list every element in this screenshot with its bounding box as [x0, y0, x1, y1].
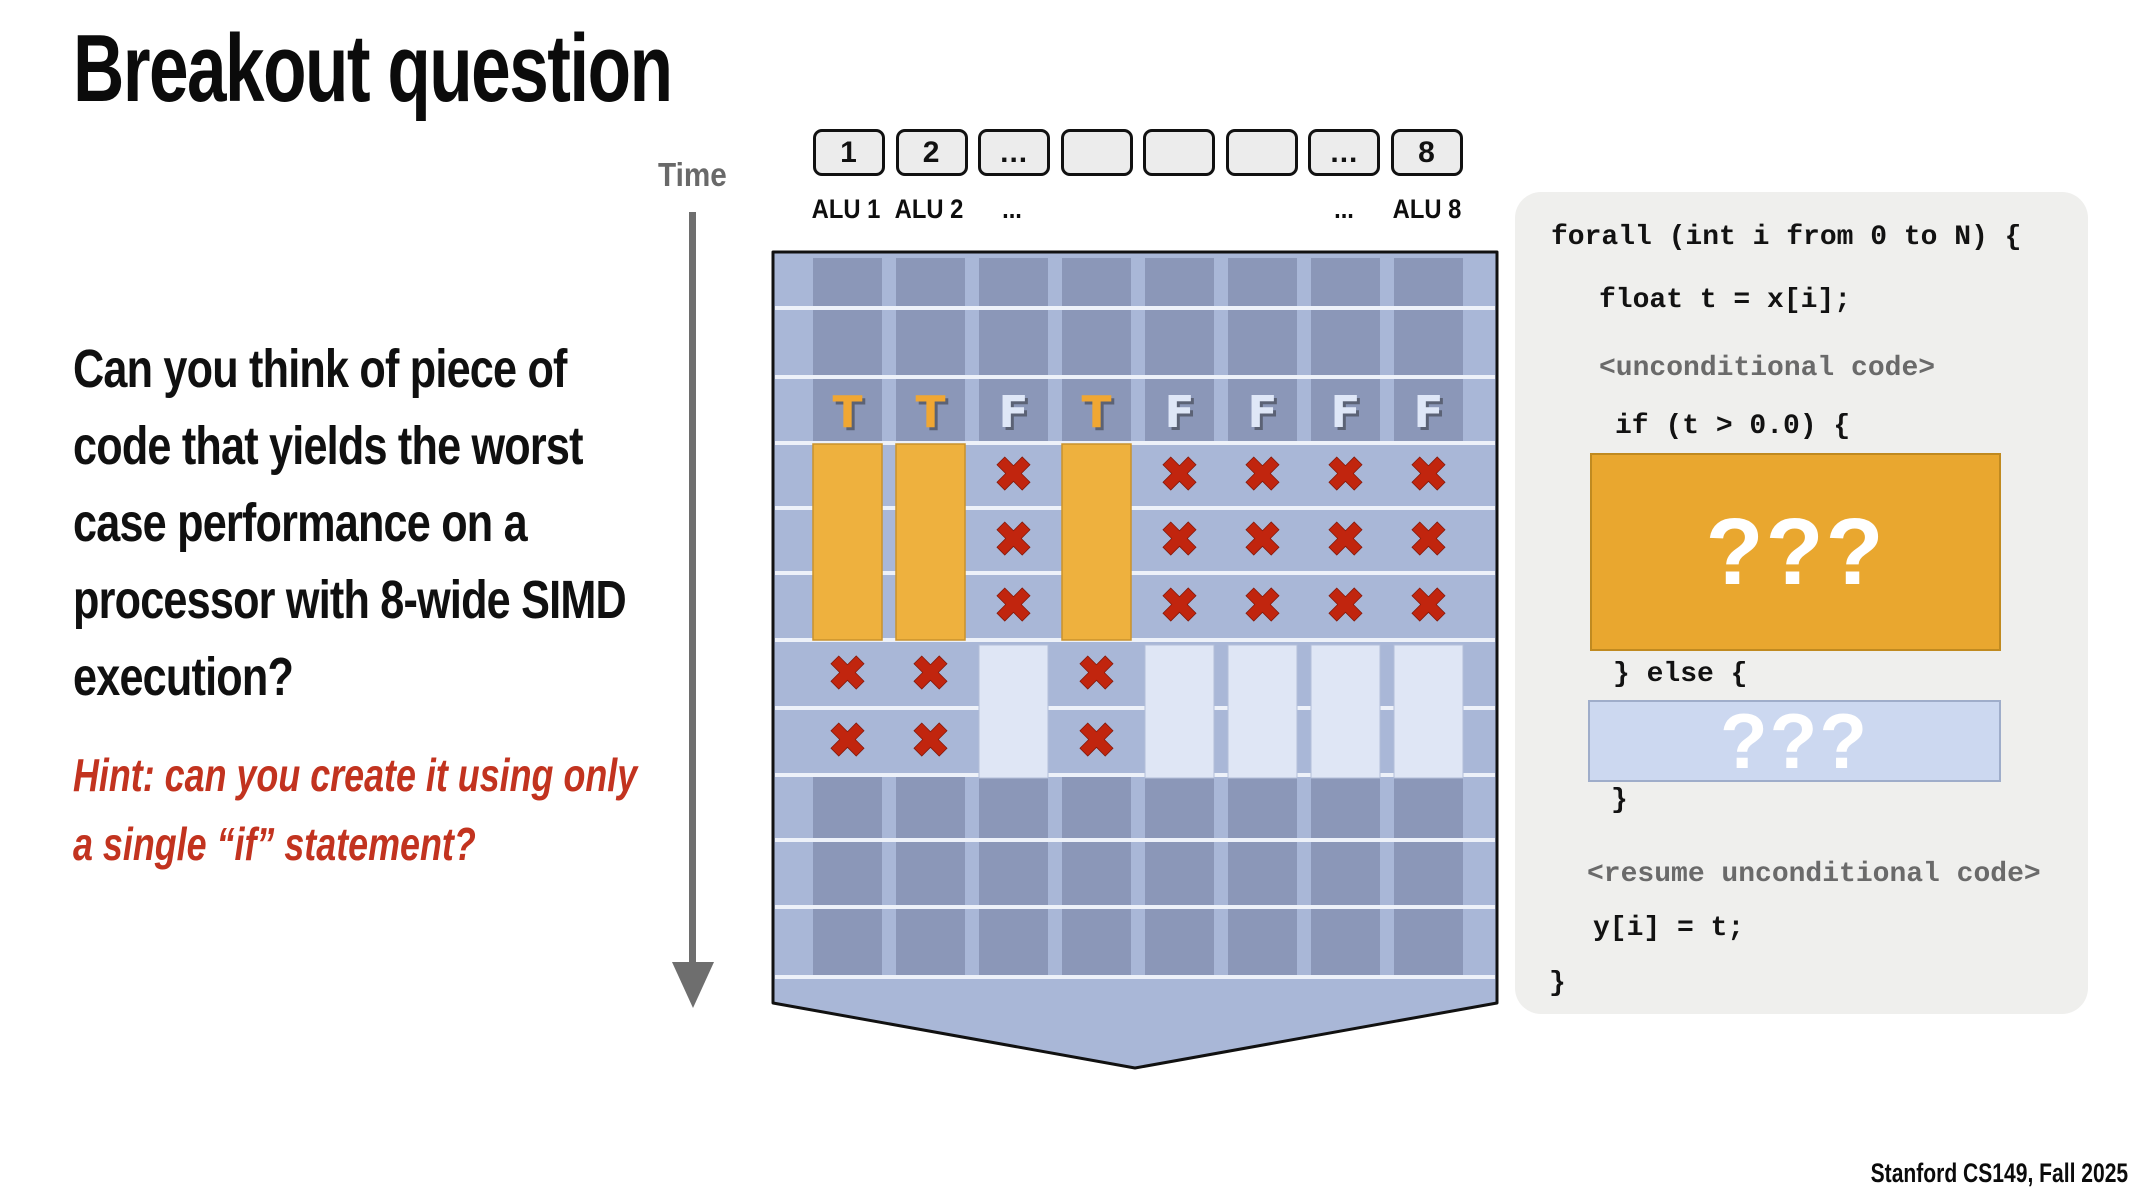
alu-box-2: 2	[895, 129, 968, 176]
idle-x-mark: ✖	[1408, 578, 1448, 634]
alu-box-row: 1 2 ... ... 8	[813, 129, 1463, 176]
code-line-float: float t = x[i];	[1599, 285, 1852, 316]
code-line-resume: <resume unconditional code>	[1587, 859, 2041, 890]
idle-x-mark: ✖	[1325, 578, 1365, 634]
code-line-close-forall: }	[1549, 968, 1566, 999]
page-title-text: Breakout question	[73, 15, 673, 122]
idle-x-mark: ✖	[1408, 447, 1448, 503]
alu-box-ellipsis: ...	[978, 129, 1051, 176]
svg-text:T: T	[918, 390, 948, 441]
hint-text: Hint: can you create it using only a sin…	[73, 748, 796, 886]
alu-label-8: ALU 8	[1392, 194, 1462, 224]
idle-x-mark: ✖	[1242, 512, 1282, 568]
question-line: case performance on a	[73, 493, 528, 553]
svg-text:F: F	[1330, 387, 1360, 438]
idle-x-mark: ✖	[1325, 512, 1365, 568]
svg-text:F: F	[1001, 390, 1031, 441]
alu-box-empty	[1143, 129, 1216, 176]
if-branch-box: ???	[1590, 453, 2001, 651]
svg-text:T: T	[832, 387, 862, 438]
if-placeholder: ???	[1705, 498, 1886, 605]
alu-label-2: ALU 2	[894, 194, 964, 224]
idle-x-mark: ✖	[827, 646, 867, 702]
question-line: processor with 8-wide SIMD	[73, 570, 627, 630]
idle-x-mark: ✖	[910, 713, 950, 769]
code-line-else: } else {	[1613, 659, 1748, 690]
question-line: execution?	[73, 647, 294, 707]
code-line-unconditional: <unconditional code>	[1599, 353, 1936, 384]
idle-x-mark: ✖	[993, 512, 1033, 568]
alu-box-8: 8	[1390, 129, 1463, 176]
svg-text:F: F	[1416, 390, 1446, 441]
svg-text:F: F	[998, 387, 1028, 438]
svg-text:F: F	[1333, 390, 1363, 441]
idle-x-mark: ✖	[1325, 447, 1365, 503]
svg-text:T: T	[1084, 390, 1114, 441]
time-arrow-head-icon	[672, 962, 714, 1008]
svg-text:F: F	[1413, 387, 1443, 438]
alu-label-1: ALU 1	[811, 194, 881, 224]
svg-text:F: F	[1167, 390, 1197, 441]
idle-x-mark: ✖	[993, 447, 1033, 503]
idle-x-mark: ✖	[1076, 713, 1116, 769]
idle-x-mark: ✖	[1242, 447, 1282, 503]
course-footer: Stanford CS149, Fall 2025	[1870, 1158, 2128, 1188]
svg-text:F: F	[1250, 390, 1280, 441]
code-line-if: if (t > 0.0) {	[1615, 411, 1851, 442]
time-arrow-line	[689, 212, 696, 964]
hint-line: a single “if” statement?	[73, 818, 476, 870]
page-title: Breakout question	[73, 14, 882, 124]
else-placeholder: ???	[1720, 700, 1869, 782]
alu-label-ellipsis: ...	[1002, 194, 1022, 224]
idle-x-mark: ✖	[1159, 578, 1199, 634]
question-text: Can you think of piece of code that yiel…	[73, 338, 764, 723]
svg-text:T: T	[1081, 387, 1111, 438]
idle-x-mark: ✖	[1159, 447, 1199, 503]
hint-line: Hint: can you create it using only	[73, 749, 638, 801]
time-axis-label: Time	[658, 156, 727, 193]
svg-text:F: F	[1164, 387, 1194, 438]
code-panel: forall (int i from 0 to N) { float t = x…	[1515, 192, 2088, 1014]
code-line-forall: forall (int i from 0 to N) {	[1551, 222, 2022, 253]
idle-x-mark: ✖	[1242, 578, 1282, 634]
alu-box-empty	[1060, 129, 1133, 176]
idle-x-mark: ✖	[910, 646, 950, 702]
alu-box-1: 1	[813, 129, 885, 176]
alu-box-empty	[1225, 129, 1298, 176]
idle-x-mark: ✖	[993, 578, 1033, 634]
svg-text:T: T	[915, 387, 945, 438]
svg-text:F: F	[1247, 387, 1277, 438]
idle-x-mark: ✖	[1159, 512, 1199, 568]
code-line-close-if: }	[1611, 785, 1628, 816]
idle-x-mark: ✖	[1408, 512, 1448, 568]
idle-x-mark: ✖	[1076, 646, 1116, 702]
svg-text:T: T	[835, 390, 865, 441]
question-line: code that yields the worst	[73, 416, 584, 476]
question-line: Can you think of piece of	[73, 339, 567, 399]
alu-label-ellipsis: ...	[1334, 194, 1354, 224]
idle-x-mark: ✖	[827, 713, 867, 769]
else-branch-box: ???	[1588, 700, 2001, 782]
alu-box-ellipsis: ...	[1308, 129, 1381, 176]
code-line-assign: y[i] = t;	[1593, 913, 1745, 944]
